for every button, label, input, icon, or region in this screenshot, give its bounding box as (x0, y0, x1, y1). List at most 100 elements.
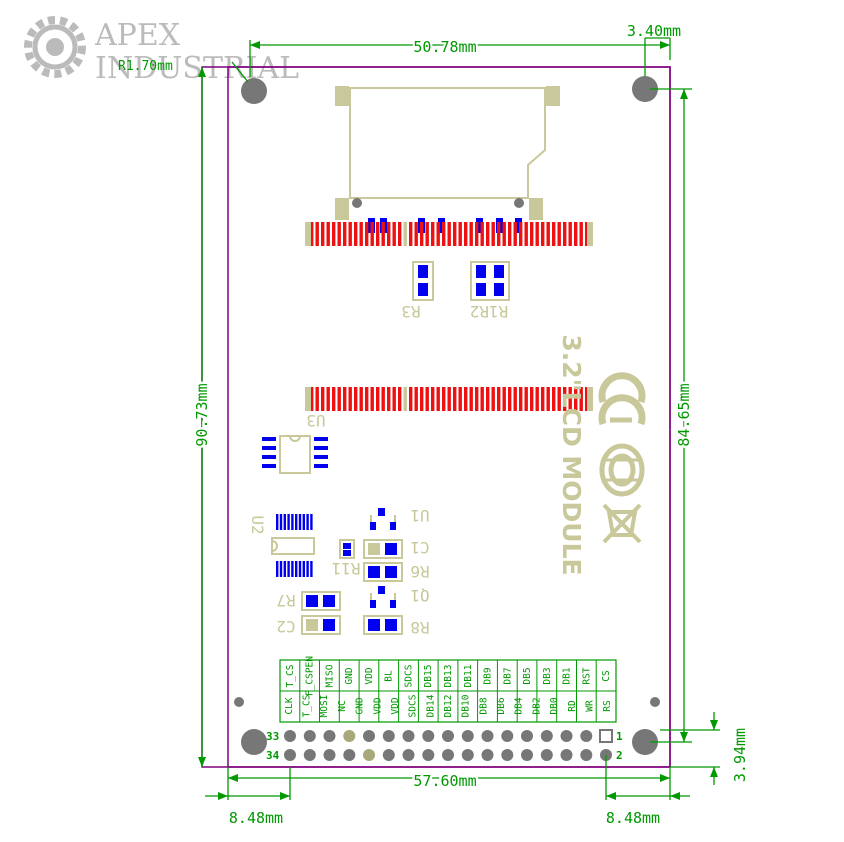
connector-pin (546, 387, 550, 411)
header-pin (442, 730, 454, 742)
connector-pin (475, 387, 479, 411)
u2-pin (302, 561, 305, 577)
connector-pin (480, 387, 484, 411)
pin-label: RST (581, 667, 592, 684)
connector-pin (370, 222, 374, 246)
pin-label: DB7 (502, 667, 513, 684)
header-pin (363, 730, 375, 742)
mounting-hole (632, 729, 658, 755)
header-pin (323, 749, 336, 761)
connector-pin (552, 222, 556, 246)
header-pin (521, 749, 533, 761)
connector-pin (475, 222, 479, 246)
u2-pin (298, 514, 302, 530)
connector-pin (519, 222, 523, 246)
connector-pin (497, 387, 501, 411)
header-pin (382, 730, 395, 742)
connector-pin (425, 222, 429, 246)
sd-pad (476, 218, 483, 233)
watermark-line2: INDUSTRIAL (95, 51, 299, 86)
pin-label: MOSI (319, 695, 330, 718)
u2-pin (302, 514, 305, 530)
connector-pin (447, 222, 451, 246)
pin-label: DB10 (461, 694, 472, 717)
u2-pin (310, 561, 313, 577)
pin-label: WR (585, 700, 596, 712)
header-pins (284, 729, 613, 761)
label-r6: R6 (410, 562, 429, 581)
header-pin (284, 749, 296, 761)
connector-pin (348, 222, 352, 246)
header-pin (442, 749, 454, 761)
connector-pin (403, 387, 407, 411)
connector-pin (359, 387, 363, 411)
connector-pin (579, 222, 583, 246)
connector-pin (491, 222, 495, 246)
pin-label: DB3 (542, 667, 553, 684)
connector-pin (574, 387, 578, 411)
connector-pin (579, 387, 583, 411)
watermark-line1: APEX (94, 18, 181, 53)
sd-card-socket (335, 86, 560, 220)
connector-pin (557, 222, 561, 246)
connector-pin (458, 387, 462, 411)
pin-label: MISO (324, 664, 335, 687)
pin-number-2: 2 (616, 749, 623, 762)
mounting-hole (632, 76, 658, 102)
label-u2: U2 (248, 515, 267, 534)
header-pin (402, 730, 415, 742)
pin-label: SDCS (404, 664, 415, 687)
pin-label: NC (337, 700, 348, 711)
connector-pin (568, 222, 572, 246)
connector-pin (436, 387, 440, 411)
sd-pad (438, 218, 445, 233)
pin-label: DB12 (443, 695, 454, 718)
connector-pin (585, 222, 589, 246)
header-pin (501, 749, 514, 761)
header-pin (363, 749, 375, 761)
pin-label: DB13 (443, 665, 454, 688)
connector-pin (332, 387, 336, 411)
u2-pin (306, 561, 309, 577)
dim-corner-note: R1.70mm (118, 59, 173, 74)
header-pin (323, 730, 336, 742)
connector-pin (486, 222, 490, 246)
pin-label: VDD (364, 667, 375, 684)
certification-marks (598, 372, 646, 544)
u2-pin (295, 561, 298, 577)
capacitor-c1 (363, 539, 403, 559)
connector-pin (563, 387, 567, 411)
connector-pin (431, 222, 435, 246)
connector-end (587, 222, 593, 246)
connector-pin (546, 222, 550, 246)
header-pin (580, 730, 593, 742)
connector-pin (469, 222, 473, 246)
pin-label: DB8 (478, 697, 489, 714)
label-r1r2: R1R2 (470, 302, 509, 321)
connector-pin (508, 222, 512, 246)
connector-pin (343, 222, 347, 246)
pin-label: GND (355, 697, 366, 714)
dim-bottom-width: 57.60mm (413, 772, 476, 790)
pin-label: DB9 (483, 667, 494, 684)
connector-pin (491, 387, 495, 411)
label-r7: R7 (276, 591, 295, 610)
connector-pin (519, 387, 523, 411)
connector-pin (398, 222, 402, 246)
connector-pin (381, 387, 385, 411)
connector-pin (310, 222, 314, 246)
header-pin (303, 749, 316, 761)
connector-pin (409, 387, 413, 411)
connector-pin (453, 387, 457, 411)
pin-label: SDCS (408, 694, 419, 717)
resistor-r11 (339, 539, 355, 559)
connector-pin (321, 387, 325, 411)
connector-pin (530, 222, 534, 246)
connector-pin (365, 387, 369, 411)
connector-pin (552, 387, 556, 411)
pin-label: VDD (372, 697, 383, 714)
u2-pin (295, 514, 298, 530)
u2-pin (298, 561, 302, 577)
connector-pin (370, 387, 374, 411)
dim-top-width: 50.78mm (413, 38, 476, 56)
